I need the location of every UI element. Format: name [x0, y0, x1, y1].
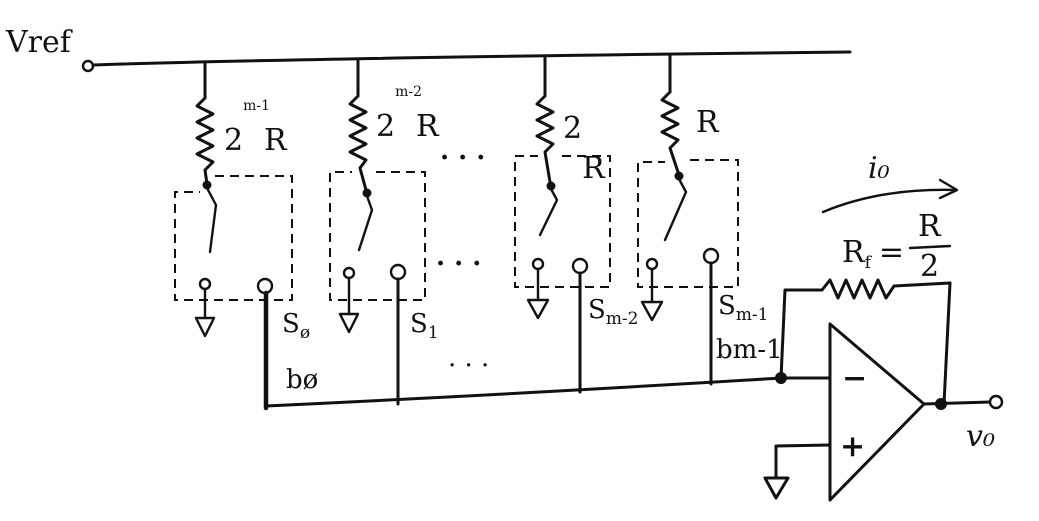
branch-2-switch-pivot: [546, 181, 556, 191]
branch-2-switch-blade: [538, 187, 559, 237]
branch-0-contact-bus: [256, 277, 274, 295]
vref-terminal: [81, 59, 95, 73]
vref-rail: [91, 50, 852, 67]
inverting-input-sign: −: [842, 361, 867, 396]
branch-1-switch-blade: [357, 194, 374, 252]
feedback-network: Rf= R 2: [779, 209, 952, 406]
branch-2-switch-box: [514, 155, 611, 288]
branch-1-contact-ground: [342, 266, 356, 280]
branch-1-switch-box: [329, 171, 426, 301]
noninverting-input-sign: +: [840, 429, 865, 464]
feedback-numerator: R: [918, 209, 942, 244]
feedback-label: Rf=: [842, 235, 904, 273]
feedback-right-wire: [942, 281, 952, 406]
op-amp: − + v₀: [763, 322, 1004, 502]
ellipsis-switches: · · ·: [436, 249, 481, 279]
branch-3-switch-blade: [663, 177, 688, 242]
branch-0-switch-box: [174, 175, 293, 301]
branch-3-switch-pivot: [674, 171, 684, 181]
branch-0-switch-blade: [205, 186, 218, 254]
branch-1-contact-bus: [389, 263, 407, 281]
feedback-left-wire: [779, 288, 824, 380]
current-indicator: i₀: [821, 151, 959, 214]
vref-label: Vref: [5, 25, 73, 60]
branch-1-ground-icon: [338, 312, 360, 334]
branch-1-resistor: [348, 94, 368, 192]
ellipsis-bus: · · ·: [448, 351, 489, 381]
branch-2-resistor: [535, 94, 555, 184]
current-arrowhead-icon: [938, 178, 959, 200]
noninverting-input-wire: [774, 443, 832, 480]
current-arrow-icon: [821, 188, 957, 214]
branch-1-switch-label: S1: [410, 309, 439, 343]
summing-bus: [264, 376, 783, 408]
branch-0-switch-label: Sø: [282, 309, 310, 343]
branch-2-switch-label: Sm-2: [588, 295, 639, 329]
branch-3-resistor-value: R: [696, 105, 720, 140]
output-wire: [922, 400, 992, 406]
branch-1-switch-pivot: [362, 188, 372, 198]
branch-3-contact-bus: [702, 247, 720, 265]
op-amp-triangle: [828, 322, 926, 502]
branch-3-resistor: [660, 90, 680, 174]
feedback-fraction-bar: [908, 244, 952, 250]
branch-2-ground-icon: [526, 298, 550, 320]
branch-3-contact-ground: [645, 257, 659, 271]
current-label: i₀: [868, 151, 890, 186]
output-label: v₀: [966, 419, 995, 454]
branch-3: R Sm-1 bm-1: [637, 54, 783, 386]
branch-0-contact-ground: [198, 277, 212, 291]
output-terminal: [988, 394, 1004, 410]
noninverting-ground-icon: [763, 476, 790, 500]
branch-3-bit-label: bm-1: [716, 335, 783, 365]
branch-3-switch-box: [637, 159, 739, 288]
branch-0-resistor: [195, 96, 215, 186]
branch-2-resistor-value: 2R: [563, 111, 606, 186]
feedback-resistor: [820, 278, 952, 300]
branch-3-switch-label: Sm-1: [718, 291, 769, 325]
branch-2: 2R Sm-2: [514, 56, 639, 394]
branch-3-ground-icon: [640, 300, 664, 322]
branch-2-contact-bus: [571, 257, 589, 275]
branch-0-bit-label: bø: [286, 365, 318, 395]
ellipsis-resistors: · · ·: [440, 143, 485, 173]
branch-0-switch-pivot: [202, 180, 212, 190]
feedback-denominator: 2: [920, 249, 939, 284]
branch-2-contact-ground: [531, 257, 545, 271]
branch-0-ground-icon: [194, 316, 216, 338]
